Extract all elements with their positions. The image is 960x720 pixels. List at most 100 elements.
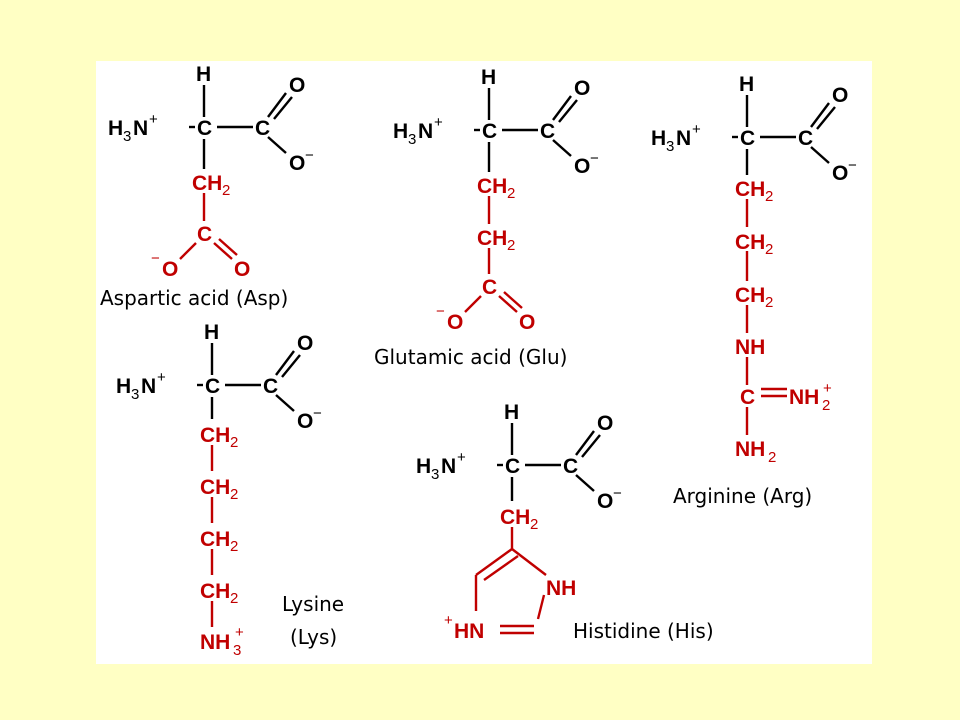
asp-side-chain-oxygen-minus: − O — [151, 250, 178, 281]
arg-carbonyl-oxygen: O — [832, 84, 848, 107]
glu-side-chain-oxygen-minus: − O — [436, 303, 463, 334]
his-carbonyl-oxygen: O — [597, 412, 613, 435]
his-h-atom: H — [504, 401, 519, 424]
svg-text:N: N — [141, 375, 156, 398]
svg-text:2: 2 — [765, 188, 773, 205]
svg-text:O: O — [832, 162, 848, 185]
asp-side-chain-oxygen: O — [234, 258, 250, 281]
svg-text:3: 3 — [666, 138, 674, 155]
svg-text:3: 3 — [233, 642, 241, 659]
svg-text:3: 3 — [431, 466, 439, 483]
arg-guanidino-carbon: C — [740, 386, 755, 409]
svg-text:+: + — [444, 612, 453, 629]
svg-text:+: + — [157, 369, 166, 386]
svg-text:+: + — [235, 624, 244, 641]
his-ring-nh: NH — [546, 577, 576, 600]
his-alpha-carbon: C — [505, 455, 520, 478]
svg-text:−: − — [151, 250, 160, 267]
lys-ch2-group-4: CH 2 — [200, 580, 238, 607]
svg-text:2: 2 — [822, 397, 830, 414]
amino-acid-structures: H H 3 N + C C O O − CH 2 C − O O Asparti… — [100, 63, 857, 659]
lys-caption-line2: (Lys) — [290, 625, 337, 649]
asp-h-atom: H — [196, 63, 211, 86]
aspartic-acid-structure: H H 3 N + C C O O − CH 2 C − O O — [108, 63, 314, 281]
glu-h-atom: H — [481, 66, 496, 89]
arg-caption: Arginine (Arg) — [673, 484, 812, 508]
svg-text:+: + — [823, 380, 832, 397]
svg-text:O: O — [297, 410, 313, 433]
svg-text:−: − — [848, 157, 857, 174]
svg-text:+: + — [457, 449, 466, 466]
arg-nh2-group: NH 2 — [735, 438, 776, 466]
svg-text:O: O — [574, 155, 590, 178]
his-amino-group: H 3 N + — [416, 449, 466, 483]
lys-ch2-group-2: CH 2 — [200, 476, 238, 503]
svg-text:O: O — [289, 152, 305, 175]
svg-text:NH: NH — [735, 438, 765, 461]
svg-text:2: 2 — [765, 241, 773, 258]
lys-ch2-group-1: CH 2 — [200, 424, 238, 451]
svg-text:2: 2 — [230, 538, 238, 555]
asp-caption: Aspartic acid (Asp) — [100, 286, 288, 310]
svg-text:CH: CH — [735, 231, 765, 254]
svg-text:2: 2 — [222, 182, 230, 199]
svg-text:CH: CH — [735, 284, 765, 307]
svg-text:CH: CH — [735, 178, 765, 201]
his-ch2-group: CH 2 — [500, 506, 538, 533]
svg-text:N: N — [133, 117, 148, 140]
glutamic-acid-structure: H H 3 N + C C O O − CH 2 CH 2 C − O O — [393, 66, 599, 334]
glu-ch2-group-1: CH 2 — [477, 175, 515, 202]
arg-h-atom: H — [739, 73, 754, 96]
arg-alpha-carbon: C — [740, 127, 755, 150]
svg-text:NH: NH — [789, 386, 819, 409]
svg-text:N: N — [676, 127, 691, 150]
svg-text:−: − — [313, 405, 322, 422]
svg-text:H: H — [116, 375, 131, 398]
histidine-structure: H H 3 N + C C O O − CH 2 NH + HN — [416, 401, 622, 643]
lys-ch2-group-3: CH 2 — [200, 528, 238, 555]
svg-text:CH: CH — [200, 580, 230, 603]
lys-caption-line1: Lysine — [282, 592, 344, 616]
svg-text:2: 2 — [507, 237, 515, 254]
svg-text:O: O — [162, 258, 178, 281]
svg-text:CH: CH — [500, 506, 530, 529]
asp-alpha-carbon: C — [197, 117, 212, 140]
arginine-structure: H H 3 N + C C O O − CH 2 CH 2 CH 2 NH C … — [651, 73, 857, 466]
asp-amino-group: H 3 N + — [108, 111, 158, 145]
arg-nh-group: NH — [735, 336, 765, 359]
arg-ch2-group-3: CH 2 — [735, 284, 773, 311]
svg-text:O: O — [447, 311, 463, 334]
arg-carboxylate-oxygen: O − — [832, 157, 857, 185]
lys-carbonyl-oxygen: O — [297, 332, 313, 355]
svg-text:CH: CH — [200, 424, 230, 447]
svg-text:H: H — [393, 120, 408, 143]
svg-text:H: H — [651, 127, 666, 150]
svg-text:CH: CH — [192, 172, 222, 195]
arg-ch2-group-1: CH 2 — [735, 178, 773, 205]
arg-ch2-group-2: CH 2 — [735, 231, 773, 258]
svg-text:NH: NH — [200, 631, 230, 654]
asp-ch2-group: CH 2 — [192, 172, 230, 199]
lys-h-atom: H — [204, 321, 219, 344]
his-carboxyl-carbon: C — [563, 455, 578, 478]
svg-text:2: 2 — [530, 516, 538, 533]
svg-text:N: N — [441, 455, 456, 478]
svg-text:O: O — [597, 490, 613, 513]
svg-text:CH: CH — [200, 528, 230, 551]
lys-carboxylate-oxygen: O − — [297, 405, 322, 433]
svg-text:N: N — [418, 120, 433, 143]
his-ring-hn-plus: + HN — [444, 612, 484, 643]
svg-text:−: − — [590, 150, 599, 167]
svg-text:2: 2 — [507, 185, 515, 202]
svg-text:HN: HN — [454, 620, 484, 643]
lysine-structure: H H 3 N + C C O O − CH 2 CH 2 CH 2 CH 2 — [116, 321, 322, 659]
svg-text:−: − — [436, 303, 445, 320]
asp-carboxylate-oxygen: O − — [289, 147, 314, 175]
lys-amino-group: H 3 N + — [116, 369, 166, 403]
arg-amino-group: H 3 N + — [651, 121, 701, 155]
svg-text:3: 3 — [408, 131, 416, 148]
svg-text:2: 2 — [230, 486, 238, 503]
svg-text:+: + — [692, 121, 701, 138]
svg-text:H: H — [108, 117, 123, 140]
svg-text:CH: CH — [477, 227, 507, 250]
